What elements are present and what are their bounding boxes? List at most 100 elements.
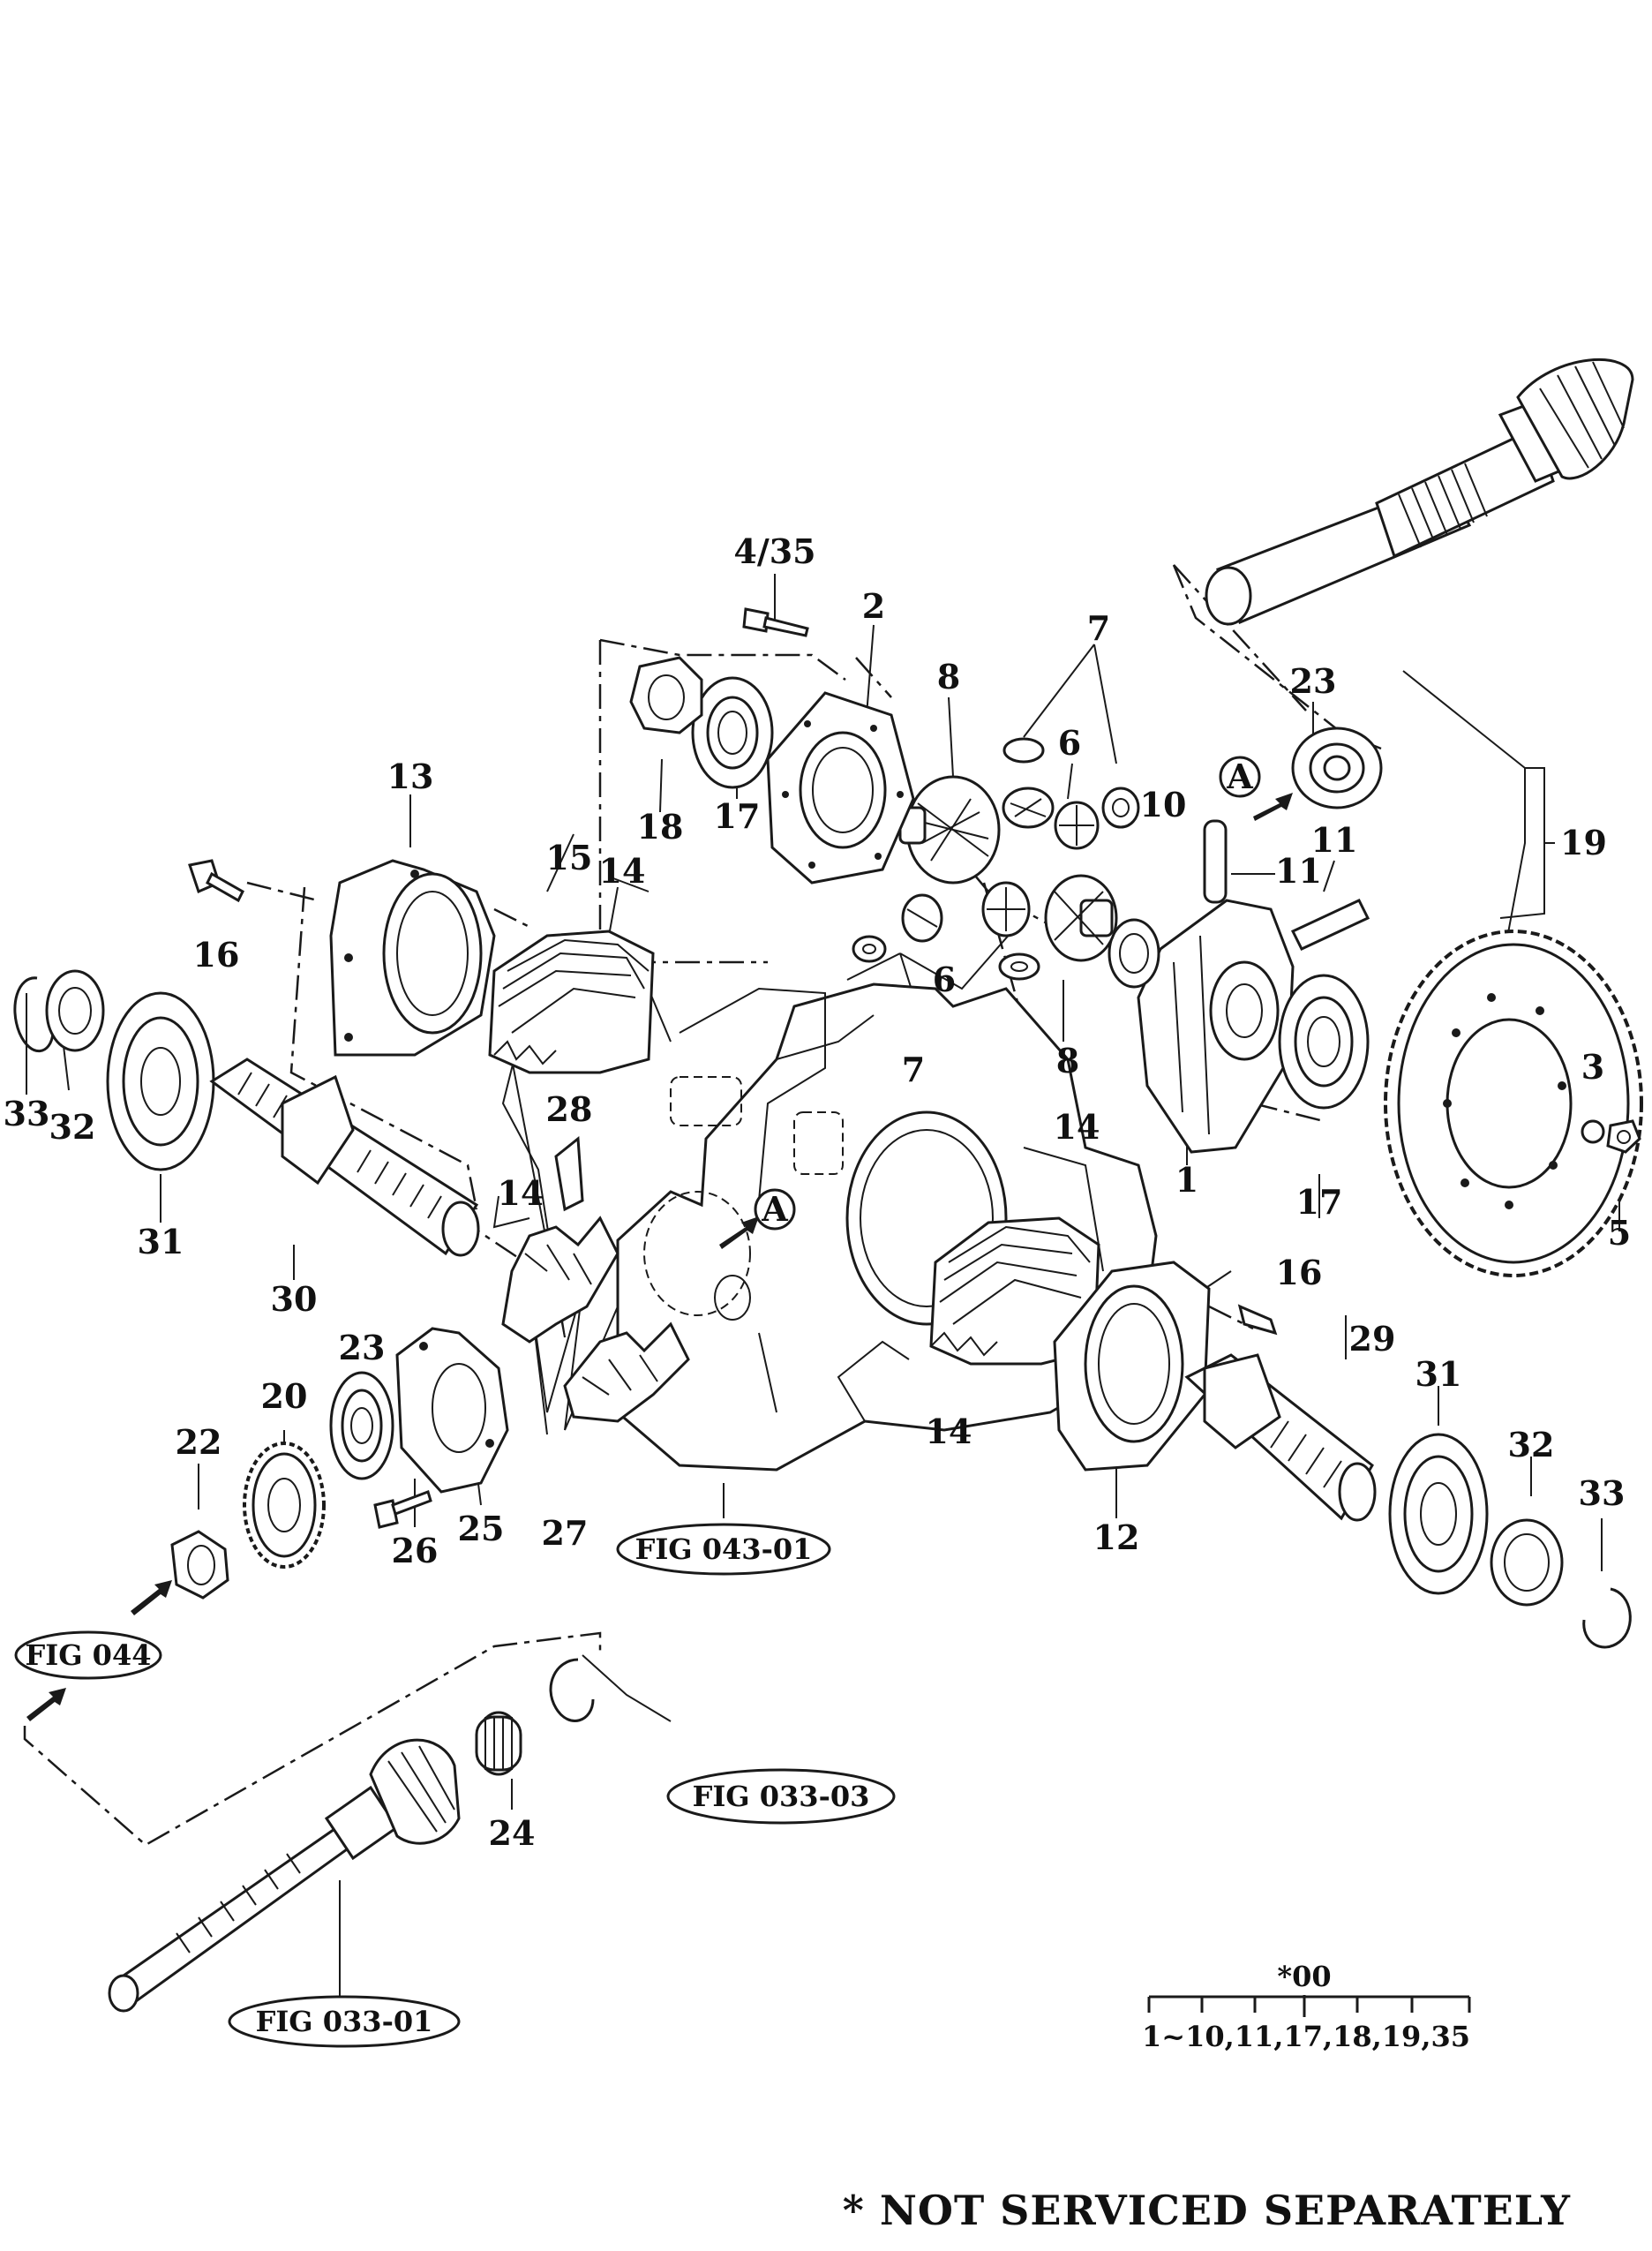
- washer-32-left: [45, 969, 105, 1052]
- label-33-right: 33: [1579, 1473, 1626, 1513]
- fig-ref-044-text: FIG 044: [26, 1638, 152, 1672]
- label-23-mid: 23: [339, 1328, 386, 1367]
- side-gear-8-top: [898, 775, 1001, 885]
- shaft-29: [1184, 1353, 1377, 1522]
- differential-case-1: [1137, 899, 1295, 1154]
- label-27: 27: [542, 1513, 589, 1553]
- label-19: 19: [1560, 823, 1607, 862]
- label-33-left: 33: [4, 1094, 50, 1133]
- snap-ring-fig-033-03: [549, 1658, 595, 1722]
- fig-ref-043-01[interactable]: FIG 043-01: [616, 1523, 831, 1576]
- cover-13: [329, 859, 496, 1057]
- pinion-shaft-19: [1205, 358, 1634, 626]
- washer-10: [1108, 918, 1160, 989]
- nut-18: [629, 656, 703, 734]
- label-32-left: 32: [49, 1107, 96, 1147]
- washer-7-top-b: [1101, 787, 1140, 829]
- label-17-mid: 17: [1296, 1182, 1343, 1222]
- label-5: 5: [1608, 1213, 1631, 1253]
- label-17-top: 17: [714, 796, 761, 836]
- label-11-a: 11: [1275, 851, 1322, 891]
- fig-ref-033-03-text: FIG 033-03: [693, 1780, 870, 1813]
- label-16-right: 16: [1276, 1253, 1323, 1292]
- label-23-top: 23: [1290, 661, 1337, 701]
- legend-code: *00: [1277, 1960, 1331, 1993]
- label-31-right: 31: [1415, 1354, 1462, 1394]
- gear-20: [243, 1442, 326, 1569]
- nut-22: [170, 1530, 229, 1600]
- arrow-fig-044-lower: [26, 1688, 66, 1721]
- shift-forks-27-28: [501, 1136, 690, 1423]
- label-12: 12: [1093, 1517, 1140, 1557]
- washer-3: [1581, 1119, 1605, 1144]
- pinion-gear-6-mid-b: [981, 881, 1031, 937]
- circle-marker-A-mid: A: [754, 1188, 796, 1231]
- kit-legend: *00 1~10,11,17,18,19,35: [1142, 1960, 1471, 2053]
- label-18: 18: [637, 807, 684, 847]
- label-31-left: 31: [138, 1222, 184, 1261]
- label-24: 24: [489, 1813, 536, 1853]
- pinion-gear-6-top-a: [1002, 787, 1055, 829]
- marker-A-mid-text: A: [761, 1189, 788, 1229]
- label-14-top: 14: [599, 851, 646, 891]
- fig-ref-033-03[interactable]: FIG 033-03: [666, 1768, 896, 1825]
- washer-7-mid-b: [998, 952, 1040, 981]
- bearing-23-mid: [329, 1371, 394, 1480]
- label-20: 20: [261, 1376, 308, 1416]
- washer-7-top-a: [1002, 737, 1045, 764]
- flange-25: [395, 1327, 509, 1494]
- needle-bearing-24: [475, 1711, 522, 1776]
- label-7-mid: 7: [902, 1050, 925, 1089]
- side-gear-8-mid: [1044, 874, 1118, 962]
- legend-range: 1~10,11,17,18,19,35: [1142, 2020, 1470, 2053]
- label-32-right: 32: [1508, 1425, 1555, 1464]
- label-8-mid: 8: [1056, 1041, 1079, 1080]
- bearing-17-top: [691, 676, 774, 789]
- label-6-mid: 6: [933, 960, 956, 999]
- bearing-17-mid: [1278, 974, 1370, 1110]
- label-8-top: 8: [937, 657, 960, 696]
- pinion-gear-6-top-b: [1054, 801, 1100, 850]
- label-6-top: 6: [1058, 723, 1081, 763]
- bolt-4-35: [742, 607, 809, 637]
- label-26: 26: [392, 1531, 439, 1570]
- input-shaft: [108, 1738, 461, 2013]
- label-4-35: 4/35: [733, 531, 815, 571]
- label-16-left: 16: [193, 935, 240, 975]
- nut-5: [1606, 1119, 1641, 1154]
- label-11-b: 11: [1311, 820, 1358, 860]
- label-1: 1: [1175, 1160, 1198, 1200]
- snap-ring-33-left: [13, 976, 55, 1053]
- bolt-16-left: [188, 859, 244, 903]
- bolt-26: [373, 1490, 432, 1529]
- ring-gear: [1384, 930, 1643, 1277]
- label-22: 22: [176, 1422, 222, 1462]
- label-29: 29: [1349, 1319, 1396, 1359]
- circle-marker-A-top: A: [1219, 756, 1261, 798]
- shims-14-15-top: [488, 930, 655, 1074]
- marker-A-top-text: A: [1226, 757, 1253, 796]
- bearing-retainer-2: [766, 691, 915, 885]
- arrow-fig-044: [131, 1580, 172, 1615]
- arrow-A-mid: [719, 1216, 759, 1249]
- label-13: 13: [387, 757, 434, 796]
- label-2: 2: [862, 586, 885, 626]
- label-15: 15: [546, 838, 593, 877]
- pinion-gear-6-mid-a: [901, 893, 943, 943]
- bearing-31-left: [106, 991, 215, 1171]
- cover-12: [1053, 1261, 1211, 1472]
- fig-ref-033-01[interactable]: FIG 033-01: [228, 1995, 461, 2048]
- washer-32-right: [1490, 1518, 1564, 1607]
- pin-11-b: [1290, 899, 1370, 951]
- label-28: 28: [546, 1089, 593, 1129]
- label-14-right: 14: [1054, 1107, 1100, 1147]
- bearing-31-right: [1388, 1433, 1489, 1595]
- snap-ring-33-right: [1582, 1587, 1632, 1649]
- fig-ref-043-01-text: FIG 043-01: [635, 1532, 813, 1566]
- pin-11-a: [1203, 819, 1228, 904]
- bearing-23-top: [1291, 726, 1383, 809]
- label-3: 3: [1581, 1047, 1604, 1087]
- shaft-30: [209, 1058, 480, 1257]
- fig-ref-044[interactable]: FIG 044: [14, 1630, 162, 1680]
